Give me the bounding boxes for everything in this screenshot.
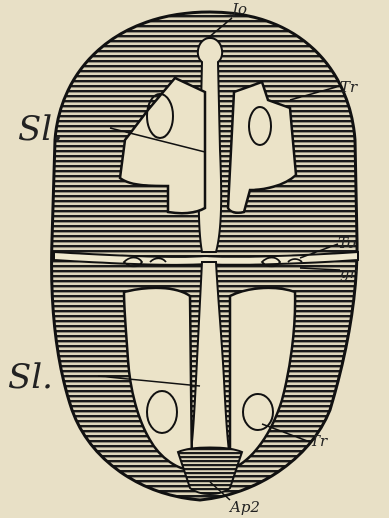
label-sl-upper: Sl. (18, 109, 63, 149)
label-tr-upper: Tr (340, 78, 358, 96)
label-gr: gr (340, 264, 358, 282)
label-top: Jo (229, 0, 247, 18)
label-sl-lower: Sl. (8, 357, 53, 397)
label-tr-lower: Tr (310, 432, 328, 450)
label-to: To (338, 234, 356, 252)
label-bottom: Ap2 (228, 498, 260, 516)
